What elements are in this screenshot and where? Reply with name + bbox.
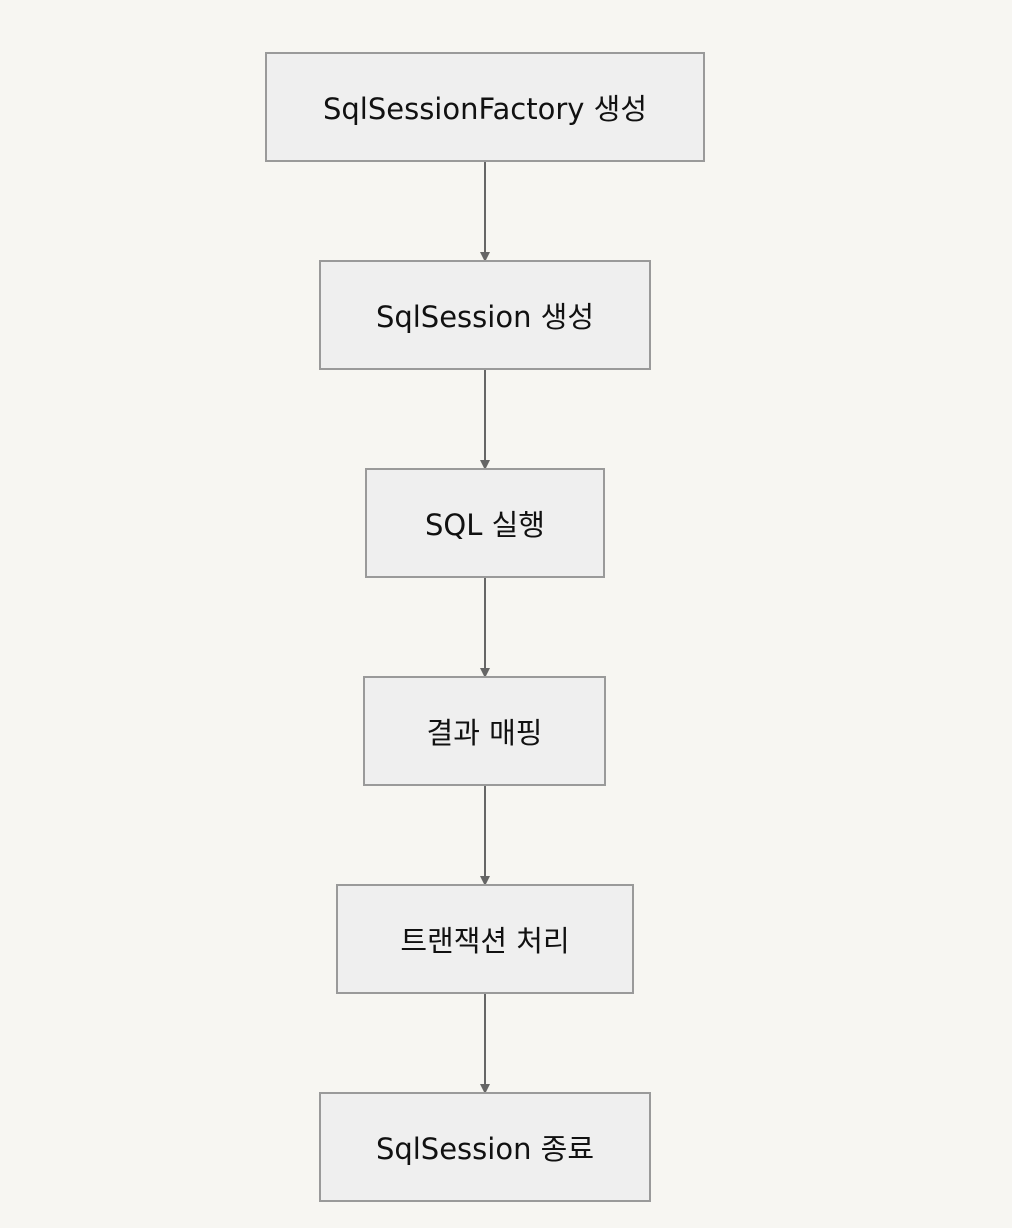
node-label: 결과 매핑 — [426, 716, 543, 750]
node-sql-execute: SQL 실행 — [365, 468, 605, 578]
node-transaction-handling: 트랜잭션 처리 — [336, 884, 634, 994]
node-sqlsession-create: SqlSession 생성 — [319, 260, 651, 370]
node-label: SqlSession 종료 — [375, 1132, 595, 1166]
node-sqlsession-close: SqlSession 종료 — [319, 1092, 651, 1202]
node-label: 트랜잭션 처리 — [400, 924, 570, 958]
node-sqlsessionfactory-create: SqlSessionFactory 생성 — [265, 52, 705, 162]
node-label: SqlSessionFactory 생성 — [322, 92, 648, 126]
node-result-mapping: 결과 매핑 — [363, 676, 606, 786]
node-label: SQL 실행 — [425, 508, 545, 542]
node-label: SqlSession 생성 — [375, 300, 595, 334]
